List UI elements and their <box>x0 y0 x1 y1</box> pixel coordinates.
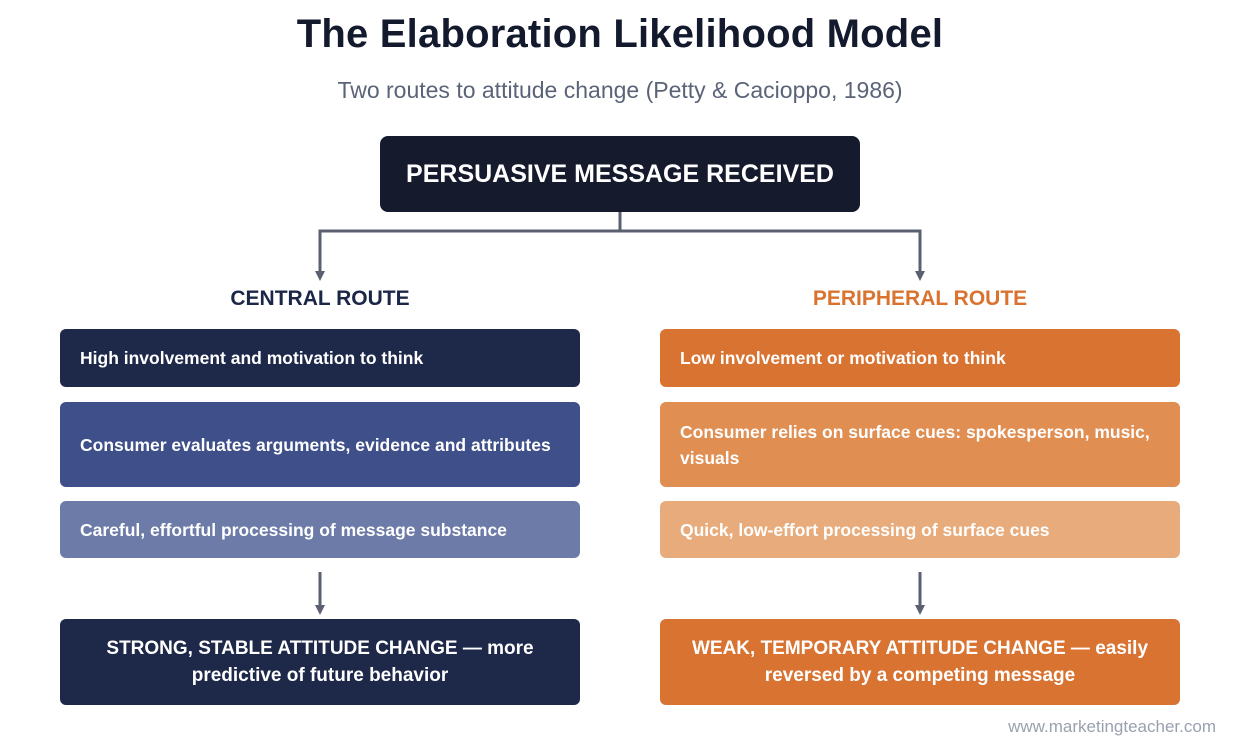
page-title: The Elaboration Likelihood Model <box>296 12 944 56</box>
page-subtitle: Two routes to attitude change (Petty & C… <box>337 77 903 103</box>
peripheral-step-3: Quick, low-effort processing of surface … <box>660 501 1180 558</box>
peripheral-step-2: Consumer relies on surface cues: spokesp… <box>660 402 1180 487</box>
central-outcome: STRONG, STABLE ATTITUDE CHANGE — more pr… <box>60 619 580 705</box>
start-node: PERSUASIVE MESSAGE RECEIVED <box>380 136 860 212</box>
source-url: www.marketingteacher.com <box>1008 717 1216 736</box>
peripheral-outcome: WEAK, TEMPORARY ATTITUDE CHANGE — easily… <box>660 619 1180 705</box>
split-connector <box>315 212 925 281</box>
central-step-2: Consumer evaluates arguments, evidence a… <box>60 402 580 487</box>
central-step-1: High involvement and motivation to think <box>60 329 580 387</box>
peripheral-step-1: Low involvement or motivation to think <box>660 329 1180 387</box>
central-step-3: Careful, effortful processing of message… <box>60 501 580 558</box>
central-route-title: CENTRAL ROUTE <box>230 287 410 310</box>
peripheral-route-title: PERIPHERAL ROUTE <box>812 287 1028 310</box>
outcome-connectors <box>315 572 925 615</box>
